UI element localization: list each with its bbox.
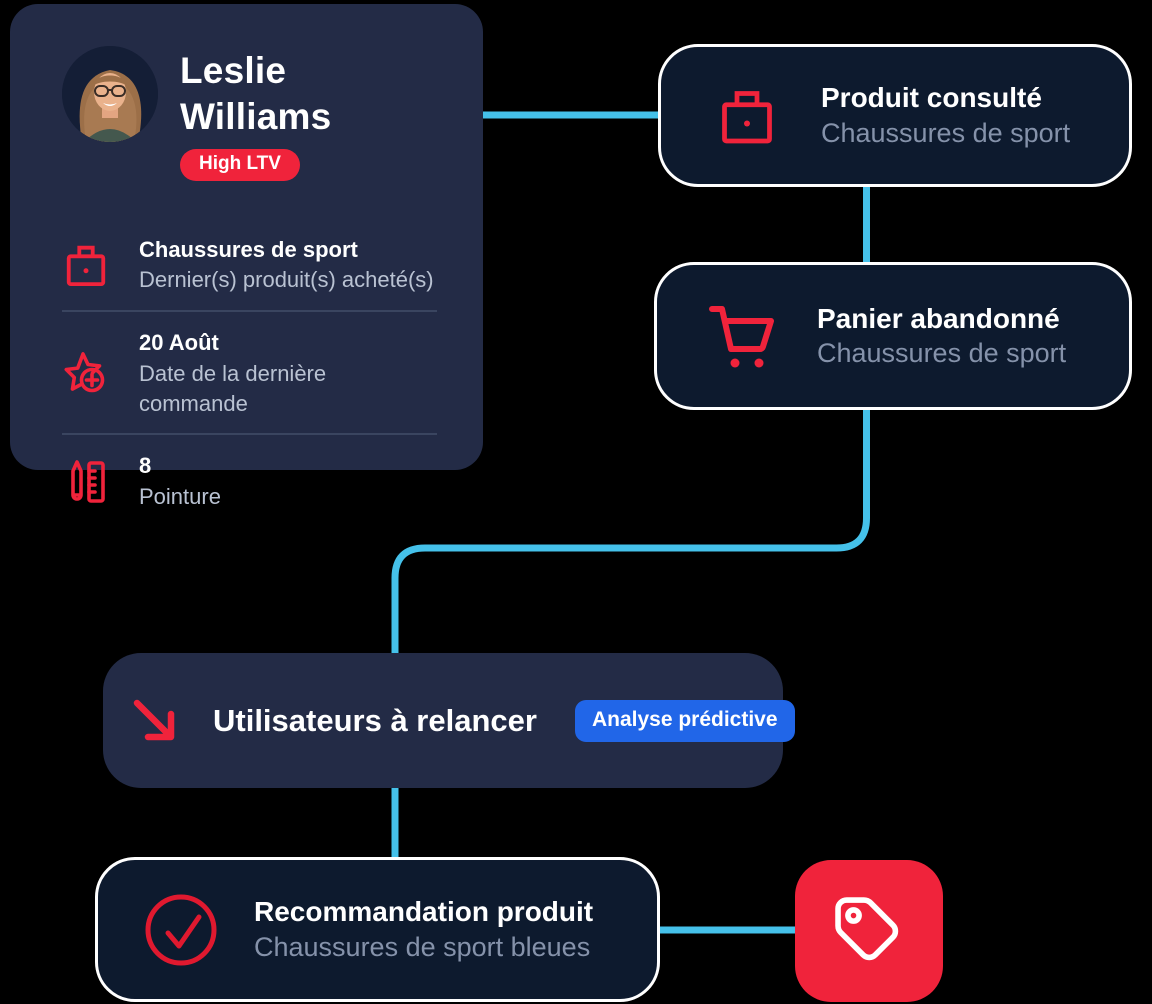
- step-subtitle: Chaussures de sport bleues: [254, 931, 591, 962]
- step-title: Produit consulté: [821, 82, 1042, 114]
- trend-arrow-icon: [123, 689, 187, 753]
- profile-row-shoe-size: 8 Pointure: [62, 435, 437, 527]
- divider: [62, 310, 437, 313]
- profile-row-text: Chaussures de sport Dernier(s) produit(s…: [139, 234, 434, 296]
- profile-row-last-order: 20 Août Date de la dernière commande: [62, 312, 437, 433]
- avatar: [62, 46, 158, 142]
- step-title: Panier abandonné: [817, 302, 1060, 334]
- profile-row-text: 8 Pointure: [139, 450, 221, 512]
- cart-icon: [703, 297, 781, 375]
- profile-row-text: 20 Août Date de la dernière commande: [139, 327, 437, 418]
- step-subtitle: Chaussures de sport: [821, 117, 1071, 148]
- step-text: Recommandation produit Chaussures de spo…: [254, 894, 593, 964]
- step-users-to-retarget: Utilisateurs à relancer Analyse prédicti…: [103, 653, 795, 788]
- briefcase-icon: [717, 86, 777, 146]
- profile-identity: Leslie Williams High LTV: [180, 46, 437, 181]
- step-cart-abandoned: Panier abandonné Chaussures de sport: [654, 262, 1132, 410]
- step-title: Utilisateurs à relancer: [213, 702, 537, 738]
- profile-header: Leslie Williams High LTV: [62, 46, 437, 181]
- step-text: Produit consulté Chaussures de sport: [821, 80, 1070, 150]
- customer-name: Leslie Williams: [180, 50, 332, 138]
- star-plus-icon: [62, 349, 110, 397]
- divider: [62, 433, 437, 436]
- row-title: Chaussures de sport: [139, 236, 358, 262]
- row-title: 8: [139, 453, 152, 479]
- ltv-badge: High LTV: [180, 148, 300, 181]
- check-circle-icon: [142, 891, 220, 969]
- step-text: Panier abandonné Chaussures de sport: [817, 301, 1066, 371]
- row-title: 20 Août: [139, 330, 219, 356]
- row-subtitle: Pointure: [139, 484, 221, 510]
- briefcase-icon: [62, 241, 110, 287]
- step-subtitle: Chaussures de sport: [817, 338, 1067, 369]
- row-subtitle: Dernier(s) produit(s) acheté(s): [139, 267, 434, 293]
- step-title: Recommandation produit: [254, 896, 594, 928]
- customer-profile-card: Leslie Williams High LTV Chaussures de s…: [10, 4, 483, 509]
- offer-tag-tile: [795, 860, 943, 1002]
- predictive-analysis-badge[interactable]: Analyse prédictive: [574, 699, 795, 742]
- row-subtitle: Date de la dernière commande: [139, 360, 327, 416]
- avatar-illustration: [62, 46, 158, 142]
- price-tag-icon: [826, 888, 912, 974]
- step-recommendation: Recommandation produit Chaussures de spo…: [95, 857, 660, 1002]
- step-product-viewed: Produit consulté Chaussures de sport: [658, 44, 1132, 187]
- shoe-size-icon: [62, 457, 110, 505]
- profile-row-last-product: Chaussures de sport Dernier(s) produit(s…: [62, 219, 437, 311]
- profile-attributes: Chaussures de sport Dernier(s) produit(s…: [62, 219, 437, 527]
